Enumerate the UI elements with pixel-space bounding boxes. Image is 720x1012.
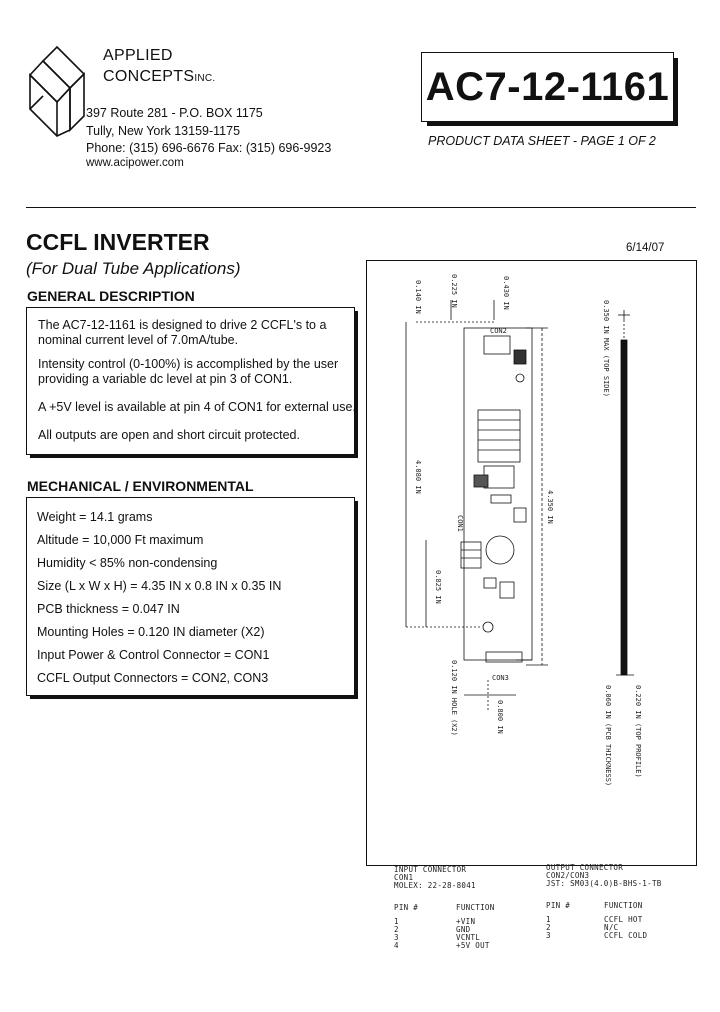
sheet-label: PRODUCT DATA SHEET - PAGE 1 OF 2	[428, 134, 656, 148]
mech-item: Humidity < 85% non-condensing	[37, 556, 218, 570]
output-connector-name: CON2/CON3	[546, 871, 590, 880]
general-description-heading: GENERAL DESCRIPTION	[27, 288, 195, 304]
part-number: AC7-12-1161	[425, 65, 670, 109]
mech-item: Size (L x W x H) = 4.35 IN x 0.8 IN x 0.…	[37, 579, 282, 593]
output-col-pin: PIN #	[546, 901, 571, 910]
mechanical-drawing: 0.140 IN 0.225 IN 0.430 IN 4.080 IN 4.35…	[405, 274, 642, 786]
mech-item: CCFL Output Connectors = CON2, CON3	[37, 671, 269, 685]
general-para1-line1: The AC7-12-1161 is designed to drive 2 C…	[38, 318, 327, 332]
input-connector-table: INPUT CONNECTOR CON1 MOLEX: 22-28-8041 P…	[394, 866, 495, 950]
output-connector-table: OUTPUT CONNECTOR CON2/CON3 JST: SM03(4.0…	[546, 864, 662, 940]
company-address: 397 Route 281 - P.O. BOX 1175	[86, 106, 263, 120]
label-con3: CON3	[492, 674, 509, 682]
mech-item: Mounting Holes = 0.120 IN diameter (X2)	[37, 625, 265, 639]
output-connector-part: JST: SM03(4.0)B-BHS-1-TB	[546, 879, 662, 888]
dim-long-right: 4.350 IN	[546, 490, 554, 524]
input-row: 4+5V OUT	[394, 941, 490, 950]
dim-top-mid1: 0.225 IN	[450, 274, 458, 308]
input-row: 1+VIN	[394, 917, 476, 926]
input-connector-name: CON1	[394, 873, 414, 882]
dim-long-left: 4.080 IN	[414, 460, 422, 494]
header-divider	[26, 207, 696, 208]
dim-side-top: 0.350 IN MAX (TOP SIDE)	[602, 300, 610, 397]
company-phone: Phone: (315) 696-6676 Fax: (315) 696-992…	[86, 141, 332, 155]
output-col-func: FUNCTION	[604, 901, 643, 910]
mech-item: Weight = 14.1 grams	[37, 510, 153, 524]
input-col-pin: PIN #	[394, 903, 419, 912]
company-website[interactable]: www.acipower.com	[86, 157, 184, 169]
company-logo	[28, 45, 86, 137]
company-name-line1: APPLIED	[103, 47, 173, 64]
dim-top-mid2: 0.430 IN	[502, 276, 510, 310]
dim-hole: 0.120 IN HOLE (X2)	[450, 660, 458, 736]
general-para3: A +5V level is available at pin 4 of CON…	[38, 400, 356, 414]
mech-item: Input Power & Control Connector = CON1	[37, 648, 270, 662]
label-con1: CON1	[456, 515, 464, 532]
input-connector-part: MOLEX: 22-28-8041	[394, 881, 476, 890]
dim-side-bot2: 0.220 IN (TOP PROFILE)	[634, 685, 642, 778]
general-para4: All outputs are open and short circuit p…	[38, 428, 300, 442]
mechanical-heading: MECHANICAL / ENVIRONMENTAL	[27, 478, 254, 494]
dim-lower: 0.825 IN	[434, 570, 442, 604]
document-date: 6/14/07	[626, 242, 665, 254]
general-para2-line1: Intensity control (0-100%) is accomplish…	[38, 357, 339, 371]
mechanical-box	[26, 497, 358, 699]
input-connector-title: INPUT CONNECTOR	[394, 865, 467, 874]
mech-item: Altitude = 10,000 Ft maximum	[37, 533, 204, 547]
company-city: Tully, New York 13159-1175	[86, 124, 241, 138]
label-con2: CON2	[490, 327, 507, 335]
page-subtitle: (For Dual Tube Applications)	[26, 259, 241, 278]
dim-side-bot1: 0.060 IN (PCB THICKNESS)	[604, 685, 612, 786]
page-title: CCFL INVERTER	[26, 229, 210, 255]
dim-top-left: 0.140 IN	[414, 280, 422, 314]
mech-item: PCB thickness = 0.047 IN	[37, 602, 180, 616]
dim-width: 0.800 IN	[496, 700, 504, 734]
output-connector-title: OUTPUT CONNECTOR	[546, 863, 624, 872]
input-col-func: FUNCTION	[456, 903, 495, 912]
general-para2-line2: providing a variable dc level at pin 3 o…	[38, 372, 293, 386]
general-para1-line2: nominal current level of 7.0mA/tube.	[38, 333, 239, 347]
mechanical-drawing-frame	[366, 260, 697, 866]
part-number-box: AC7-12-1161	[421, 52, 678, 126]
company-name-line2: CONCEPTSINC.	[103, 68, 216, 85]
